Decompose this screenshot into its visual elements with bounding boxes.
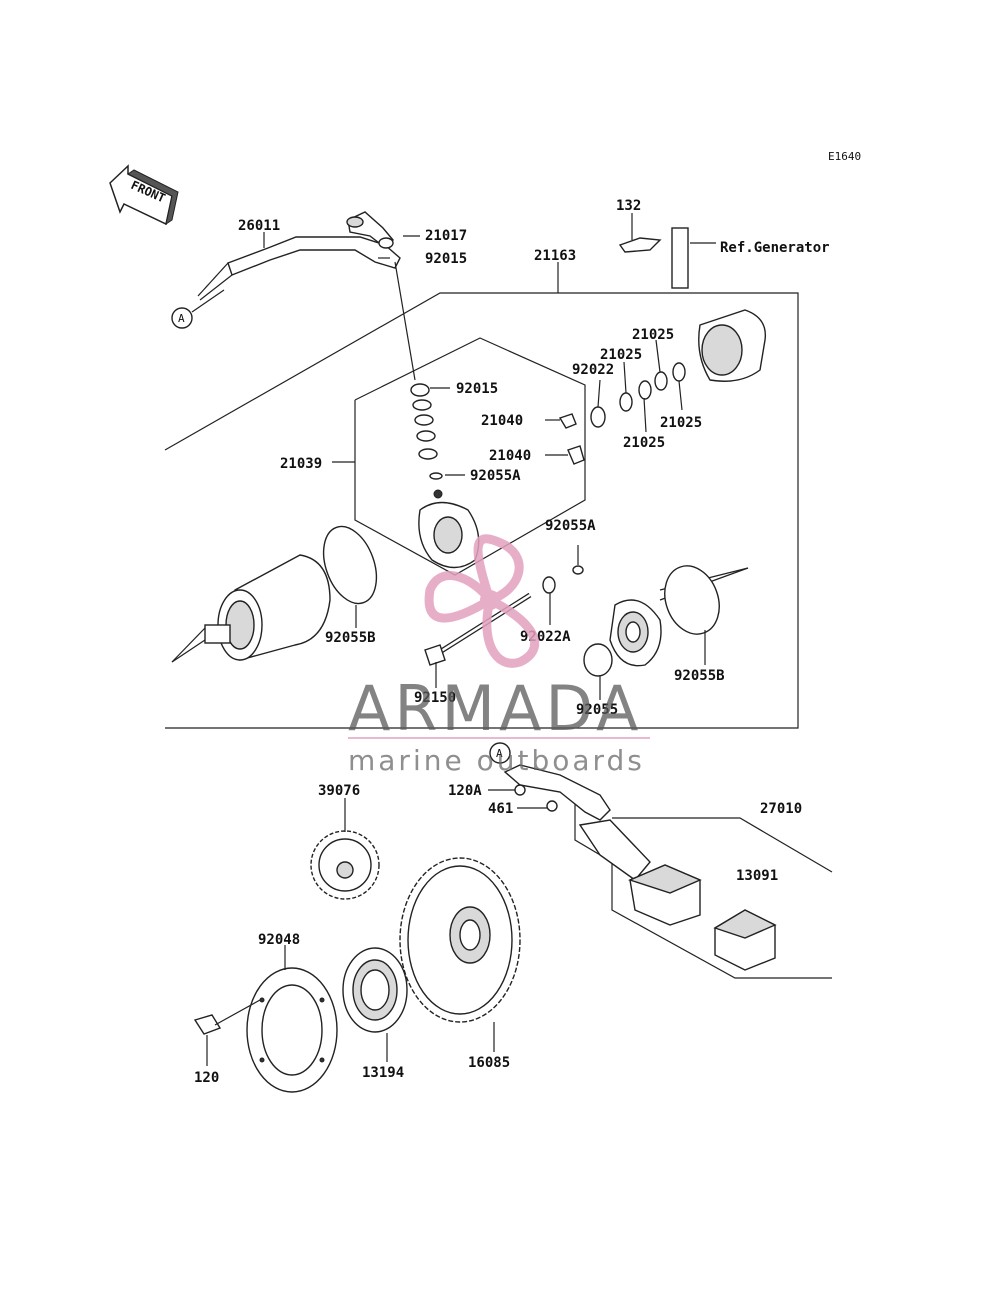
label-21040-a: 21040	[481, 413, 523, 429]
label-461: 461	[488, 801, 513, 817]
front-arrow-icon: FRONT	[109, 164, 179, 226]
starter-motor-body	[171, 554, 331, 663]
lead-cable-27010	[503, 764, 651, 881]
starter-relay	[628, 864, 702, 926]
callout-a-top-text: A	[178, 312, 185, 325]
callout-a-bottom-text: A	[496, 747, 503, 760]
watermark-brand: ARMADA	[348, 672, 642, 745]
relay-frame-upper	[612, 817, 833, 873]
relay-cover-13091	[713, 909, 777, 971]
terminal-cap-21017	[346, 211, 395, 249]
brush-21040-a	[558, 413, 577, 429]
label-ref-generator: Ref.Generator	[720, 240, 830, 256]
label-21025-d: 21025	[623, 435, 665, 451]
label-92015-top: 92015	[425, 251, 467, 267]
relay-frame-lower	[574, 800, 832, 979]
starter-idle-housing	[671, 227, 767, 382]
washer-stack	[410, 383, 443, 480]
label-13194: 13194	[362, 1065, 404, 1081]
label-92048: 92048	[258, 932, 300, 948]
label-120A: 120A	[448, 783, 482, 799]
label-39076: 39076	[318, 783, 360, 799]
label-92055A-b: 92055A	[545, 518, 596, 534]
one-way-clutch-13194	[342, 947, 408, 1033]
brush-holder-21039	[418, 489, 480, 569]
nut-461	[546, 800, 558, 812]
label-21025-a: 21025	[632, 327, 674, 343]
assembly-frame-21163	[164, 292, 799, 729]
callout-a-bottom	[489, 742, 511, 764]
propeller-logo-icon	[424, 534, 540, 668]
label-92055A-a: 92055A	[470, 468, 521, 484]
o-ring-92055B-left	[322, 525, 378, 605]
starter-gear-16085	[399, 857, 521, 1023]
label-92022: 92022	[572, 362, 614, 378]
bolt-120	[193, 1014, 222, 1035]
bolt-120A	[514, 784, 526, 796]
washer-92022A	[542, 576, 556, 594]
label-92055B-left: 92055B	[325, 630, 376, 646]
label-92055B-right: 92055B	[674, 668, 725, 684]
label-21040-b: 21040	[489, 448, 531, 464]
label-92055: 92055	[576, 702, 618, 718]
label-21025-c: 21025	[660, 415, 702, 431]
label-21039: 21039	[280, 456, 322, 472]
label-26011: 26011	[238, 218, 280, 234]
label-16085: 16085	[468, 1055, 510, 1071]
watermark-tagline: marine outboards	[348, 744, 645, 777]
label-21025-b: 21025	[600, 347, 642, 363]
starter-cable-26011	[197, 236, 416, 381]
label-13091: 13091	[736, 868, 778, 884]
label-21163: 21163	[534, 248, 576, 264]
subassembly-frame-21039	[354, 337, 586, 576]
callout-a-top	[171, 307, 193, 329]
label-92015-mid: 92015	[456, 381, 498, 397]
o-ring-92055B-right	[664, 565, 720, 635]
o-ring-92055	[583, 643, 613, 677]
bolt-132	[618, 237, 662, 253]
label-132: 132	[616, 198, 641, 214]
o-ring-92055A	[572, 565, 584, 575]
starter-clutch-plate-92048	[246, 967, 338, 1093]
idle-gear-39076	[310, 830, 380, 900]
label-27010: 27010	[760, 801, 802, 817]
label-120: 120	[194, 1070, 219, 1086]
label-21017: 21017	[425, 228, 467, 244]
washer-92022	[590, 406, 606, 428]
washers-21025	[619, 362, 686, 412]
label-92150: 92150	[414, 690, 456, 706]
diagram-code: E1640	[828, 150, 861, 163]
brush-21040-b	[567, 445, 585, 465]
armada-watermark: ARMADA marine outboards	[348, 534, 650, 777]
leader-lines	[206, 213, 706, 1066]
